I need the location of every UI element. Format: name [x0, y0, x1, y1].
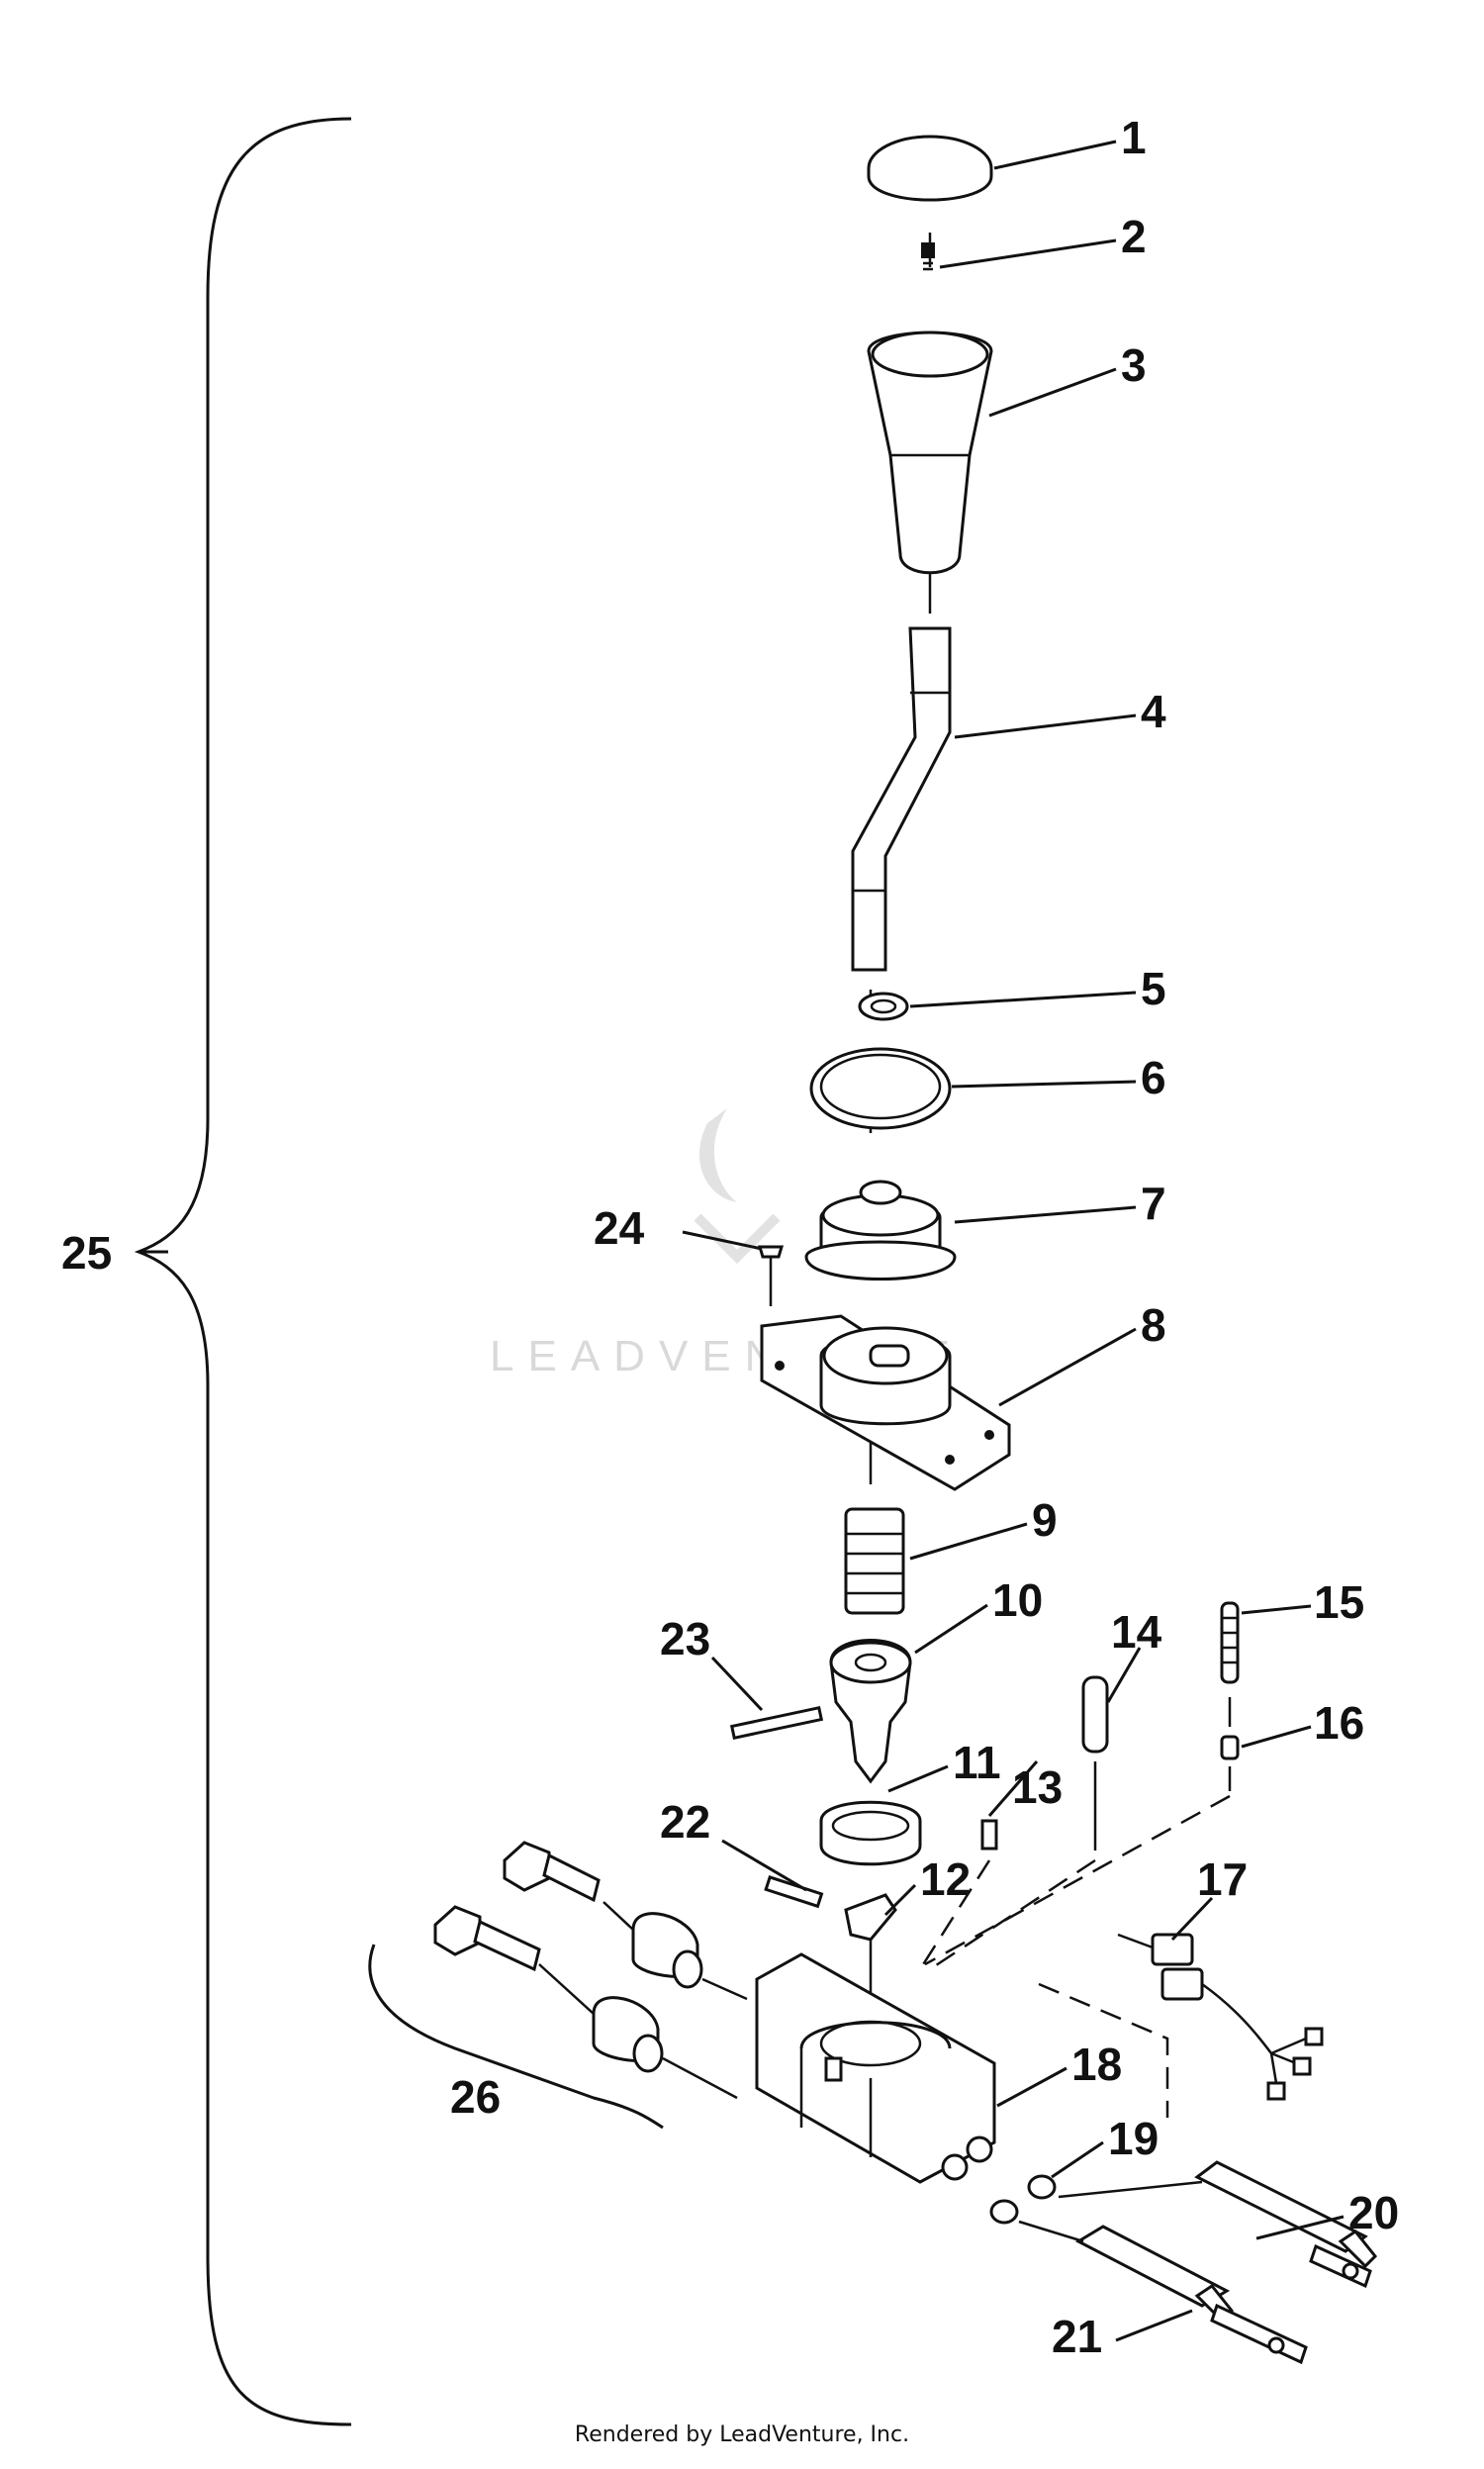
pivot-ball [829, 1639, 912, 1784]
callout-4: 4 [1141, 686, 1166, 737]
callout-3: 3 [1121, 339, 1147, 391]
guide-pin [1081, 1675, 1109, 1754]
callout-11: 11 [953, 1737, 1001, 1788]
housing-cover [760, 1314, 1011, 1491]
callout-24: 24 [594, 1202, 645, 1254]
knob-cap [867, 135, 993, 202]
callout-9: 9 [1032, 1494, 1058, 1546]
callout-22: 22 [660, 1796, 710, 1848]
shift-grip [867, 331, 993, 575]
boot [804, 1180, 957, 1281]
callout-14: 14 [1111, 1606, 1162, 1658]
callout-13: 13 [1012, 1761, 1063, 1813]
callout-20: 20 [1348, 2187, 1399, 2238]
render-credit: Rendered by LeadVenture, Inc. [574, 2422, 910, 2447]
callout-10: 10 [992, 1574, 1043, 1626]
shift-lever [851, 626, 952, 972]
callout-18: 18 [1071, 2039, 1122, 2090]
o-ring [809, 1047, 952, 1130]
detent-ball [1220, 1735, 1240, 1760]
spacer-lower [592, 1996, 664, 2073]
callout-7: 7 [1141, 1178, 1166, 1229]
shift-housing [755, 1952, 996, 2184]
callout-15: 15 [1314, 1576, 1364, 1628]
set-screw [921, 242, 935, 271]
callout-21: 21 [1052, 2311, 1102, 2362]
callout-6: 6 [1141, 1052, 1166, 1103]
callout-1: 1 [1121, 112, 1147, 163]
roll-pin [729, 1705, 824, 1741]
mount-bolt-lower [433, 1905, 541, 1972]
mount-bolt-upper [503, 1841, 601, 1903]
cover-screw [757, 1245, 785, 1306]
callout-25: 25 [61, 1227, 112, 1279]
callout-26: 26 [450, 2071, 501, 2123]
callout-8: 8 [1141, 1299, 1166, 1351]
bolt-brace [368, 1944, 664, 2130]
shaft-seal [1027, 2174, 1057, 2200]
callout-5: 5 [1141, 963, 1166, 1014]
shift-rail-lower [1018, 2220, 1308, 2365]
washer [858, 992, 909, 1021]
detent-spring [1220, 1601, 1240, 1684]
callout-16: 16 [1314, 1697, 1364, 1749]
spacer-upper [631, 1912, 703, 1989]
callout-12: 12 [920, 1853, 971, 1905]
callout-23: 23 [660, 1613, 710, 1664]
detent-plate [844, 1893, 897, 1942]
assembly-brace [134, 117, 352, 2426]
leader-lines [682, 140, 1345, 2342]
callout-2: 2 [1121, 211, 1147, 262]
callout-labels: 1 2 3 4 5 6 7 8 9 10 11 12 13 14 15 16 1… [61, 112, 1399, 2362]
shift-rail-upper [1058, 2160, 1378, 2289]
retainer [819, 1800, 922, 1866]
housing-set-screw [980, 1819, 998, 1851]
spring [844, 1507, 905, 1615]
callout-17: 17 [1197, 1853, 1248, 1905]
callout-19: 19 [1108, 2113, 1159, 2164]
neutral-switch [1117, 1933, 1324, 2101]
